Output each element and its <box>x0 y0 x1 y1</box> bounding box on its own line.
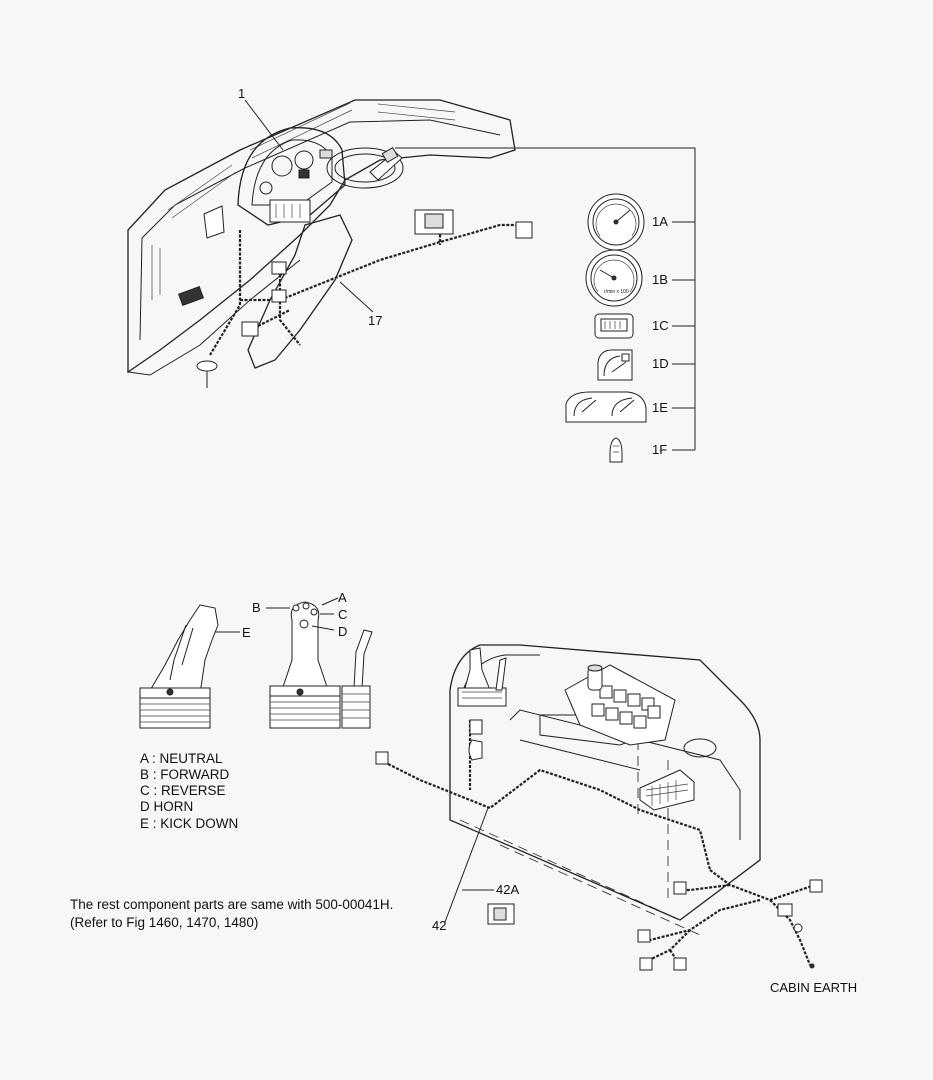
gauge-1C-hourmeter <box>594 313 634 339</box>
switch-grid <box>591 685 661 729</box>
note-line: (Refer to Fig 1460, 1470, 1480) <box>70 915 259 930</box>
callout-1D: 1D <box>652 356 669 371</box>
gauge-1D <box>597 349 633 381</box>
legend-item: D HORN <box>140 799 194 814</box>
legend-item: B : FORWARD <box>140 767 230 782</box>
gauge-1B-label: r/min x 100 <box>604 289 629 295</box>
callout-1F: 1F <box>652 442 668 457</box>
callout-1A: 1A <box>652 214 668 229</box>
callout-42A: 42A <box>496 882 520 897</box>
legend-item: A : NEUTRAL <box>140 751 223 766</box>
dashboard-assembly <box>127 99 696 450</box>
gauge-1E <box>565 391 647 423</box>
legend-item: C : REVERSE <box>140 783 226 798</box>
gauge-1B <box>585 249 643 307</box>
callout-C: C <box>338 607 348 622</box>
callout-cabin-earth: CABIN EARTH <box>770 980 858 995</box>
callout-B: B <box>252 600 261 615</box>
joystick-side-view <box>139 604 240 729</box>
callout-1C: 1C <box>652 318 669 333</box>
callout-E: E <box>242 625 251 640</box>
callout-D: D <box>338 624 348 639</box>
legend-item: E : KICK DOWN <box>140 816 239 831</box>
callout-1E: 1E <box>652 400 668 415</box>
gauge-leaders <box>672 221 695 451</box>
callout-42: 42 <box>432 918 447 933</box>
bulb-1F <box>609 437 623 463</box>
callout-1: 1 <box>238 86 246 101</box>
callout-17: 17 <box>368 313 383 328</box>
gauge-1A <box>587 193 645 251</box>
callout-A: A <box>338 590 347 605</box>
callout-1B: 1B <box>652 272 668 287</box>
console-assembly <box>375 644 823 971</box>
note-line: The rest component parts are same with 5… <box>70 897 394 912</box>
joystick-front-view <box>266 597 373 729</box>
